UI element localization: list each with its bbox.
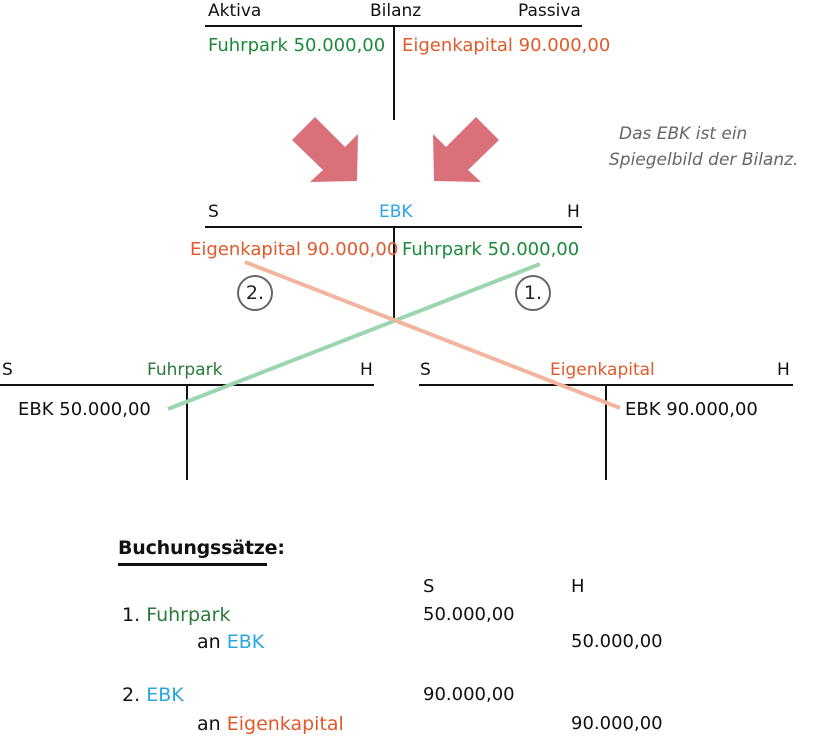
journal-entry-1-debit-amount: 50.000,00: [423, 604, 515, 625]
journal-entry-2-an: an: [197, 713, 221, 735]
fuhrpark-left-label: S: [2, 360, 13, 380]
fuhrpark-title: Fuhrpark: [147, 360, 223, 380]
eigenkapital-title: Eigenkapital: [550, 360, 655, 380]
journal-entry-1-an: an: [197, 631, 221, 653]
bilanz-title: Bilanz: [370, 1, 422, 21]
eigenkapital-right-entry: EBK 90.000,00: [625, 399, 758, 420]
step-2-label: 2.: [245, 282, 265, 304]
arrow-left-icon: [292, 117, 358, 182]
journal-entry-1: 1. Fuhrpark: [122, 606, 231, 625]
journal-entry-2: 2. EBK: [122, 686, 184, 705]
journal-entry-2-credit-amount: 90.000,00: [571, 713, 663, 734]
journal-entry-2-debit-amount: 90.000,00: [423, 684, 515, 705]
eigenkapital-right-label: H: [777, 360, 790, 380]
ebk-right-label: H: [567, 202, 580, 222]
eigenkapital-left-label: S: [420, 360, 431, 380]
step-2-badge: 2.: [237, 275, 273, 311]
journal-entry-1-credit: an EBK: [197, 633, 264, 652]
journal-heading-underline: [118, 563, 267, 566]
journal-col-s: S: [423, 576, 435, 597]
fuhrpark-left-entry: EBK 50.000,00: [18, 399, 151, 420]
journal-entry-1-debit-account: Fuhrpark: [146, 604, 231, 626]
posting-line-eigenkapital: [244, 260, 621, 410]
ebk-left-entry: Eigenkapital 90.000,00: [190, 239, 399, 260]
step-1-badge: 1.: [515, 275, 551, 311]
ebk-left-label: S: [208, 202, 219, 222]
fuhrpark-right-label: H: [360, 360, 373, 380]
journal-entry-2-credit: an Eigenkapital: [197, 715, 344, 734]
ebk-right-entry: Fuhrpark 50.000,00: [402, 239, 580, 260]
journal-entry-1-credit-account: EBK: [226, 631, 265, 653]
posting-line-fuhrpark: [167, 262, 541, 411]
ebk-title: EBK: [379, 202, 413, 222]
arrow-right-icon: [433, 117, 499, 182]
note-line-2: Spiegelbild der Bilanz.: [609, 150, 799, 170]
step-1-label: 1.: [523, 282, 543, 304]
journal-heading: Buchungssätze:: [118, 537, 285, 559]
journal-col-h: H: [571, 576, 585, 597]
note-line-1: Das EBK ist ein: [619, 124, 748, 144]
journal-entry-1-credit-amount: 50.000,00: [571, 631, 663, 652]
journal-entry-2-debit-account: EBK: [146, 684, 184, 706]
bilanz-left-entry: Fuhrpark 50.000,00: [208, 35, 386, 56]
bilanz-right-entry: Eigenkapital 90.000,00: [402, 35, 611, 56]
journal-entry-2-num: 2.: [122, 684, 141, 706]
journal-entry-2-credit-account: Eigenkapital: [226, 713, 344, 735]
bilanz-right-label: Passiva: [518, 1, 581, 21]
bilanz-left-label: Aktiva: [208, 1, 262, 21]
journal-entry-1-num: 1.: [122, 604, 141, 626]
